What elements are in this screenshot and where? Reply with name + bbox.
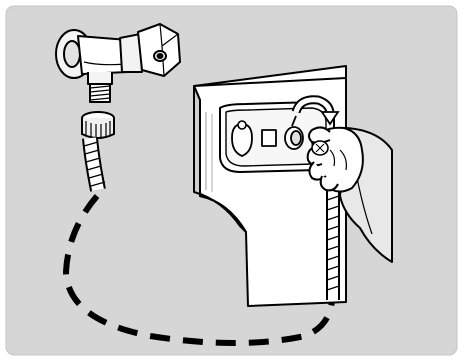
hose-connector-icon xyxy=(82,112,114,139)
panel-hose-icon xyxy=(327,190,339,300)
